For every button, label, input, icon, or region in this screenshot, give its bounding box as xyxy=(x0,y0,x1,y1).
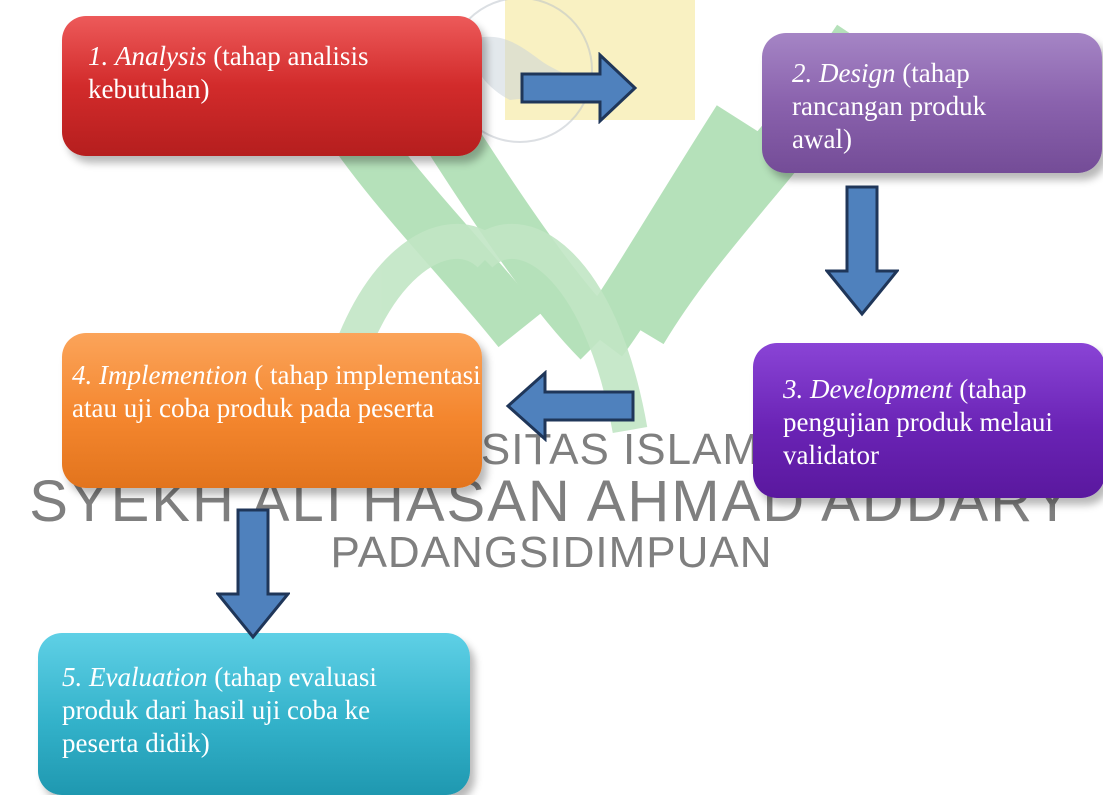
step-number: 5. xyxy=(62,662,83,692)
step-description: ( tahap implementasi atau uji coba produ… xyxy=(72,360,481,423)
step-description: (tahap analisis kebutuhan) xyxy=(88,41,369,104)
step-name: Evaluation xyxy=(89,662,208,692)
step-name: Design xyxy=(819,58,896,88)
step-design-box: 2. Design (tahap rancangan produk awal) xyxy=(762,33,1102,173)
step-description: (tahap rancangan produk awal) xyxy=(792,58,987,154)
step-evaluation-box: 5. Evaluation (tahap evaluasi produk dar… xyxy=(38,633,470,795)
step-number: 4. xyxy=(72,360,93,390)
arrow-right-analysis-to-design xyxy=(520,52,638,124)
step-name: Analysis xyxy=(115,41,207,71)
arrow-left-development-to-implemention xyxy=(505,370,635,442)
step-name: Development xyxy=(810,374,953,404)
step-analysis-box: 1. Analysis (tahap analisis kebutuhan) xyxy=(62,16,482,156)
step-name: Implemention xyxy=(99,360,248,390)
step-description: (tahap pengujian produk melaui validator xyxy=(783,374,1053,470)
step-number: 3. xyxy=(783,374,804,404)
step-description: (tahap evaluasi produk dari hasil uji co… xyxy=(62,662,377,758)
step-development-box: 3. Development (tahap pengujian produk m… xyxy=(753,343,1103,498)
step-number: 1. xyxy=(88,41,109,71)
step-number: 2. xyxy=(792,58,813,88)
arrow-down-implemention-to-evaluation xyxy=(216,508,290,640)
watermark-city-line: PADANGSIDIMPUAN xyxy=(330,528,773,577)
step-implemention-box: 4. Implemention ( tahap implementasi ata… xyxy=(62,333,482,488)
arrow-down-design-to-development xyxy=(825,185,899,317)
